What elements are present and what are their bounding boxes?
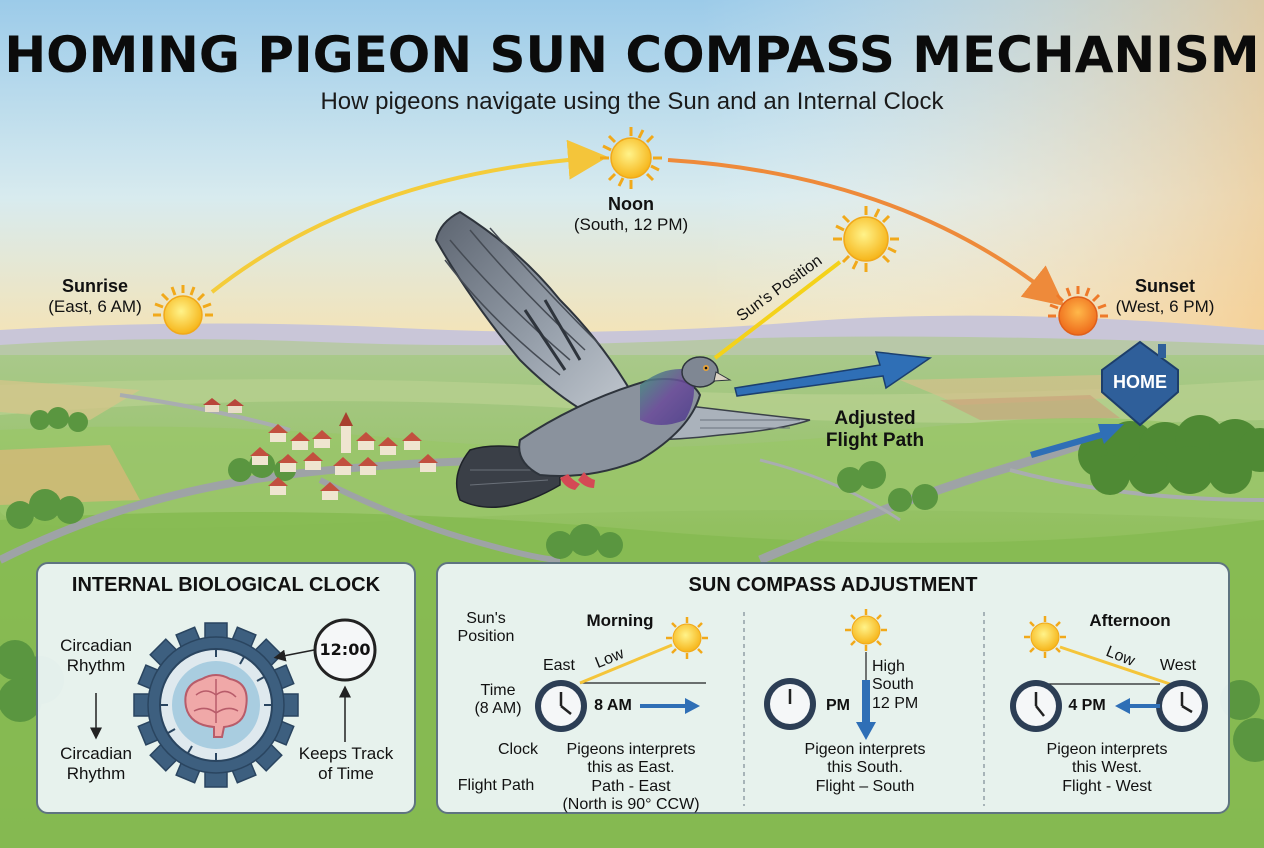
afternoon-time: 4 PM [1068, 697, 1106, 714]
row-label-time: Time (8 AM) [474, 682, 522, 718]
afternoon-direction: West [1159, 657, 1197, 674]
circadian-rhythm-top: Circadian Rhythm [60, 636, 132, 675]
clock-panel-title: INTERNAL BIOLOGICAL CLOCK [71, 574, 381, 596]
home-arrow [1030, 424, 1124, 458]
afternoon-elevation: Low [1103, 643, 1138, 670]
sun-position-label: Sun's Position [733, 252, 826, 326]
noon-sun-icon [600, 127, 662, 189]
morning-interpretation: Pigeons interprets this as East. Path - … [562, 741, 700, 814]
row-label-clock: Clock [497, 741, 538, 758]
adjusted-flight-arrow [734, 351, 933, 397]
noon-elevation: High South 12 PM [872, 658, 919, 712]
tree-cluster [1078, 415, 1264, 495]
pigeon [434, 210, 811, 509]
row-label-flight-path: Flight Path [457, 777, 535, 794]
sunrise-sun-icon [153, 285, 213, 335]
morning-time: 8 AM [594, 697, 632, 714]
clock-readout: 12:00 [319, 640, 371, 659]
village [203, 398, 438, 500]
morning-elevation: Low [592, 645, 627, 672]
morning-heading: Morning [586, 611, 654, 630]
page-subtitle: How pigeons navigate using the Sun and a… [320, 88, 944, 115]
compass-panel-title: SUN COMPASS ADJUSTMENT [688, 574, 978, 596]
circadian-rhythm-bottom: Circadian Rhythm [60, 744, 132, 783]
row-label-suns-position: Sun's Position [457, 610, 515, 646]
flight-path-label: Adjusted Flight Path [825, 408, 925, 451]
noon-time-left: PM [826, 697, 850, 714]
sun-path-arc-right [667, 158, 1065, 306]
sunrise-label: Sunrise (East, 6 AM) [48, 276, 142, 316]
afternoon-interpretation: Pigeon interprets this West. Flight - We… [1046, 741, 1168, 795]
noon-label: Noon (South, 12 PM) [573, 194, 689, 234]
noon-interpretation: Pigeon interprets this South. Flight – S… [804, 741, 926, 795]
sun-path-arc-left [210, 139, 608, 294]
home-icon [1101, 340, 1179, 427]
sunset-label: Sunset (West, 6 PM) [1115, 276, 1215, 316]
home-label: HOME [1113, 372, 1167, 392]
sun-position-icon [833, 206, 899, 272]
road [0, 456, 561, 564]
sunset-sun-icon [1048, 286, 1108, 336]
page-title: HOMING PIGEON SUN COMPASS MECHANISM [4, 26, 1260, 84]
morning-direction: East [542, 657, 575, 674]
sun-position-ray [713, 260, 842, 360]
afternoon-heading: Afternoon [1089, 611, 1171, 630]
keeps-track-label: Keeps Track of Time [298, 744, 394, 783]
